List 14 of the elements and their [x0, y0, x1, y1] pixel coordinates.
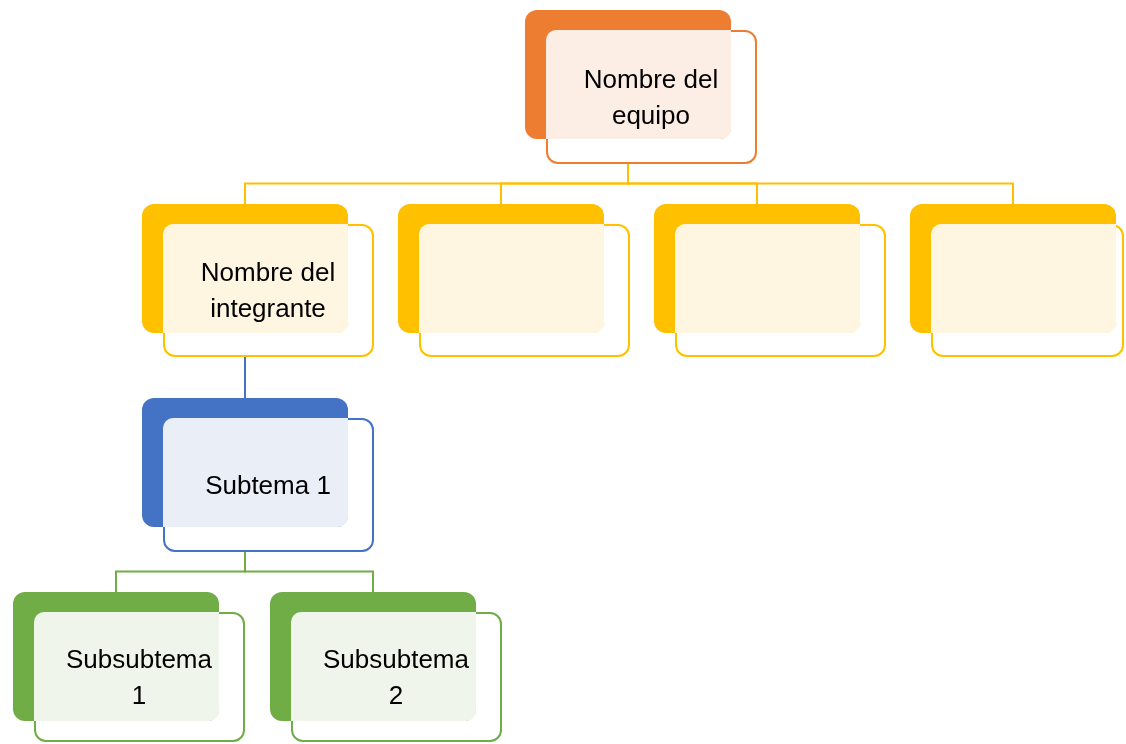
- stacked-box: [398, 204, 629, 356]
- stacked-box: [142, 398, 373, 551]
- box-label: Nombre del equipo: [582, 62, 720, 132]
- box-label: Nombre del integrante: [199, 256, 337, 325]
- box-label: Subtema 1: [204, 468, 332, 502]
- connector-line: [244, 355, 246, 399]
- stacked-box: [654, 204, 885, 356]
- box-label: Subsubtema 1: [65, 642, 213, 712]
- stacked-box: [13, 592, 244, 741]
- stacked-box: [270, 592, 501, 741]
- box-label: Subsubtema 2: [322, 642, 470, 712]
- stacked-box: [525, 10, 756, 163]
- stacked-box: [142, 204, 373, 356]
- stacked-box: [910, 204, 1123, 356]
